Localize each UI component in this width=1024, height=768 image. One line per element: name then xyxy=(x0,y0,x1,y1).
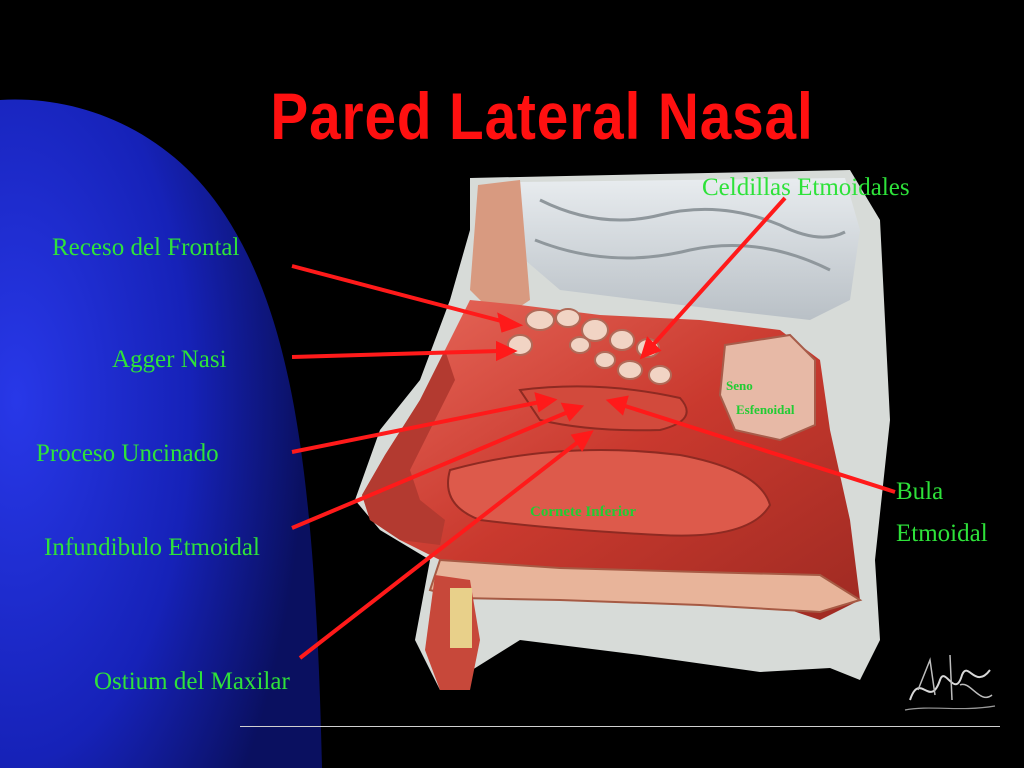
frontal-bone xyxy=(470,180,530,320)
pointer-bula xyxy=(621,403,896,494)
pointer-proceso xyxy=(291,400,541,454)
arrowhead xyxy=(496,340,518,362)
label-seno: Seno xyxy=(726,378,753,393)
arrowhead xyxy=(570,430,594,452)
label-bula-line1: Bula xyxy=(896,478,944,505)
sphenoid-sinus xyxy=(718,333,816,442)
slide-title: Pared Lateral Nasal xyxy=(270,79,814,153)
arrowhead xyxy=(534,392,558,413)
arrowhead xyxy=(560,402,585,422)
pointer-infundibulo xyxy=(291,410,569,530)
arrowhead xyxy=(497,312,524,333)
label-esfenoidal: Esfenoidal xyxy=(736,402,795,417)
pointer-receso xyxy=(291,264,506,324)
incisor xyxy=(450,588,472,648)
brain-fold xyxy=(534,238,831,272)
label-ostium-del-maxilar: Ostium del Maxilar xyxy=(94,668,290,695)
label-agger-nasi: Agger Nasi xyxy=(112,346,227,373)
arrowhead xyxy=(605,395,629,416)
label-bula-line2: Etmoidal xyxy=(896,520,988,547)
brain-fold xyxy=(539,198,846,239)
middle-turbinate xyxy=(518,385,688,432)
label-cornete-inferior: Cornete Inferior xyxy=(530,504,637,520)
pointer-celdillas xyxy=(650,196,787,348)
pointer-agger xyxy=(291,349,501,359)
nose-skin xyxy=(362,350,455,545)
label-celdillas-etmoidales: Celdillas Etmoidales xyxy=(702,174,910,201)
pointer-ostium xyxy=(298,440,580,660)
label-receso-del-frontal: Receso del Frontal xyxy=(52,234,240,261)
label-proceso-uncinado: Proceso Uncinado xyxy=(36,440,219,467)
signature-logo xyxy=(900,640,1000,720)
arrowhead xyxy=(639,336,662,360)
label-infundibulo-etmoidal: Infundibulo Etmoidal xyxy=(44,534,260,561)
ethmoid-cells xyxy=(507,308,672,385)
footer-divider xyxy=(240,726,1000,727)
